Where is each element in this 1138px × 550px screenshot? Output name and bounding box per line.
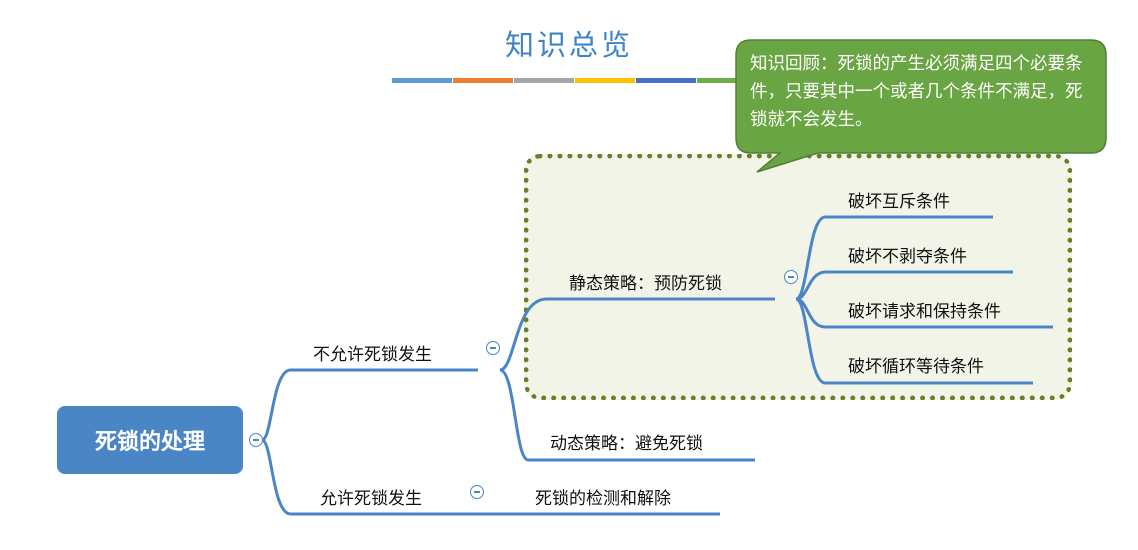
callout-text: 知识回顾：死锁的产生必须满足四个必要条件，只要其中一个或者几个条件不满足，死锁就… <box>750 54 1083 130</box>
node-break-circular-wait[interactable]: 破坏循环等待条件 <box>848 352 984 377</box>
node-static-strategy[interactable]: 静态策略：预防死锁 <box>569 269 722 294</box>
node-not-allowed-label: 不允许死锁发生 <box>313 345 432 365</box>
node-allowed[interactable]: 允许死锁发生 <box>320 484 422 509</box>
node-static-strategy-label: 静态策略：预防死锁 <box>569 274 722 294</box>
item-label: 破坏请求和保持条件 <box>848 302 1001 322</box>
not-allowed-collapse-icon[interactable] <box>486 341 500 355</box>
allowed-collapse-icon[interactable] <box>470 485 484 499</box>
color-bar-1 <box>392 78 452 83</box>
color-bar-2 <box>453 78 513 83</box>
root-label: 死锁的处理 <box>94 430 205 455</box>
node-not-allowed[interactable]: 不允许死锁发生 <box>313 340 432 365</box>
item-label: 破坏循环等待条件 <box>848 357 984 377</box>
root-node[interactable]: 死锁的处理 <box>57 406 243 474</box>
color-bar-3 <box>514 78 574 83</box>
root-collapse-icon[interactable] <box>249 433 263 447</box>
color-bar-4 <box>575 78 635 83</box>
node-allowed-label: 允许死锁发生 <box>320 489 422 509</box>
item-label: 破坏不剥夺条件 <box>848 247 967 267</box>
static-strategy-highlight-box <box>524 154 1072 400</box>
node-break-hold-and-wait[interactable]: 破坏请求和保持条件 <box>848 297 1001 322</box>
node-break-mutual-exclusion[interactable]: 破坏互斥条件 <box>848 187 950 212</box>
node-dynamic-strategy-label: 动态策略：避免死锁 <box>550 434 703 454</box>
item-label: 破坏互斥条件 <box>848 192 950 212</box>
node-break-no-preemption[interactable]: 破坏不剥夺条件 <box>848 242 967 267</box>
static-collapse-icon[interactable] <box>784 270 798 284</box>
page-title: 知识总览 <box>504 28 633 62</box>
node-detect-and-recover-label: 死锁的检测和解除 <box>535 489 671 509</box>
color-bar-5 <box>636 78 696 83</box>
color-bar-6 <box>697 78 757 83</box>
node-detect-and-recover[interactable]: 死锁的检测和解除 <box>535 484 671 509</box>
node-dynamic-strategy[interactable]: 动态策略：避免死锁 <box>550 429 703 454</box>
